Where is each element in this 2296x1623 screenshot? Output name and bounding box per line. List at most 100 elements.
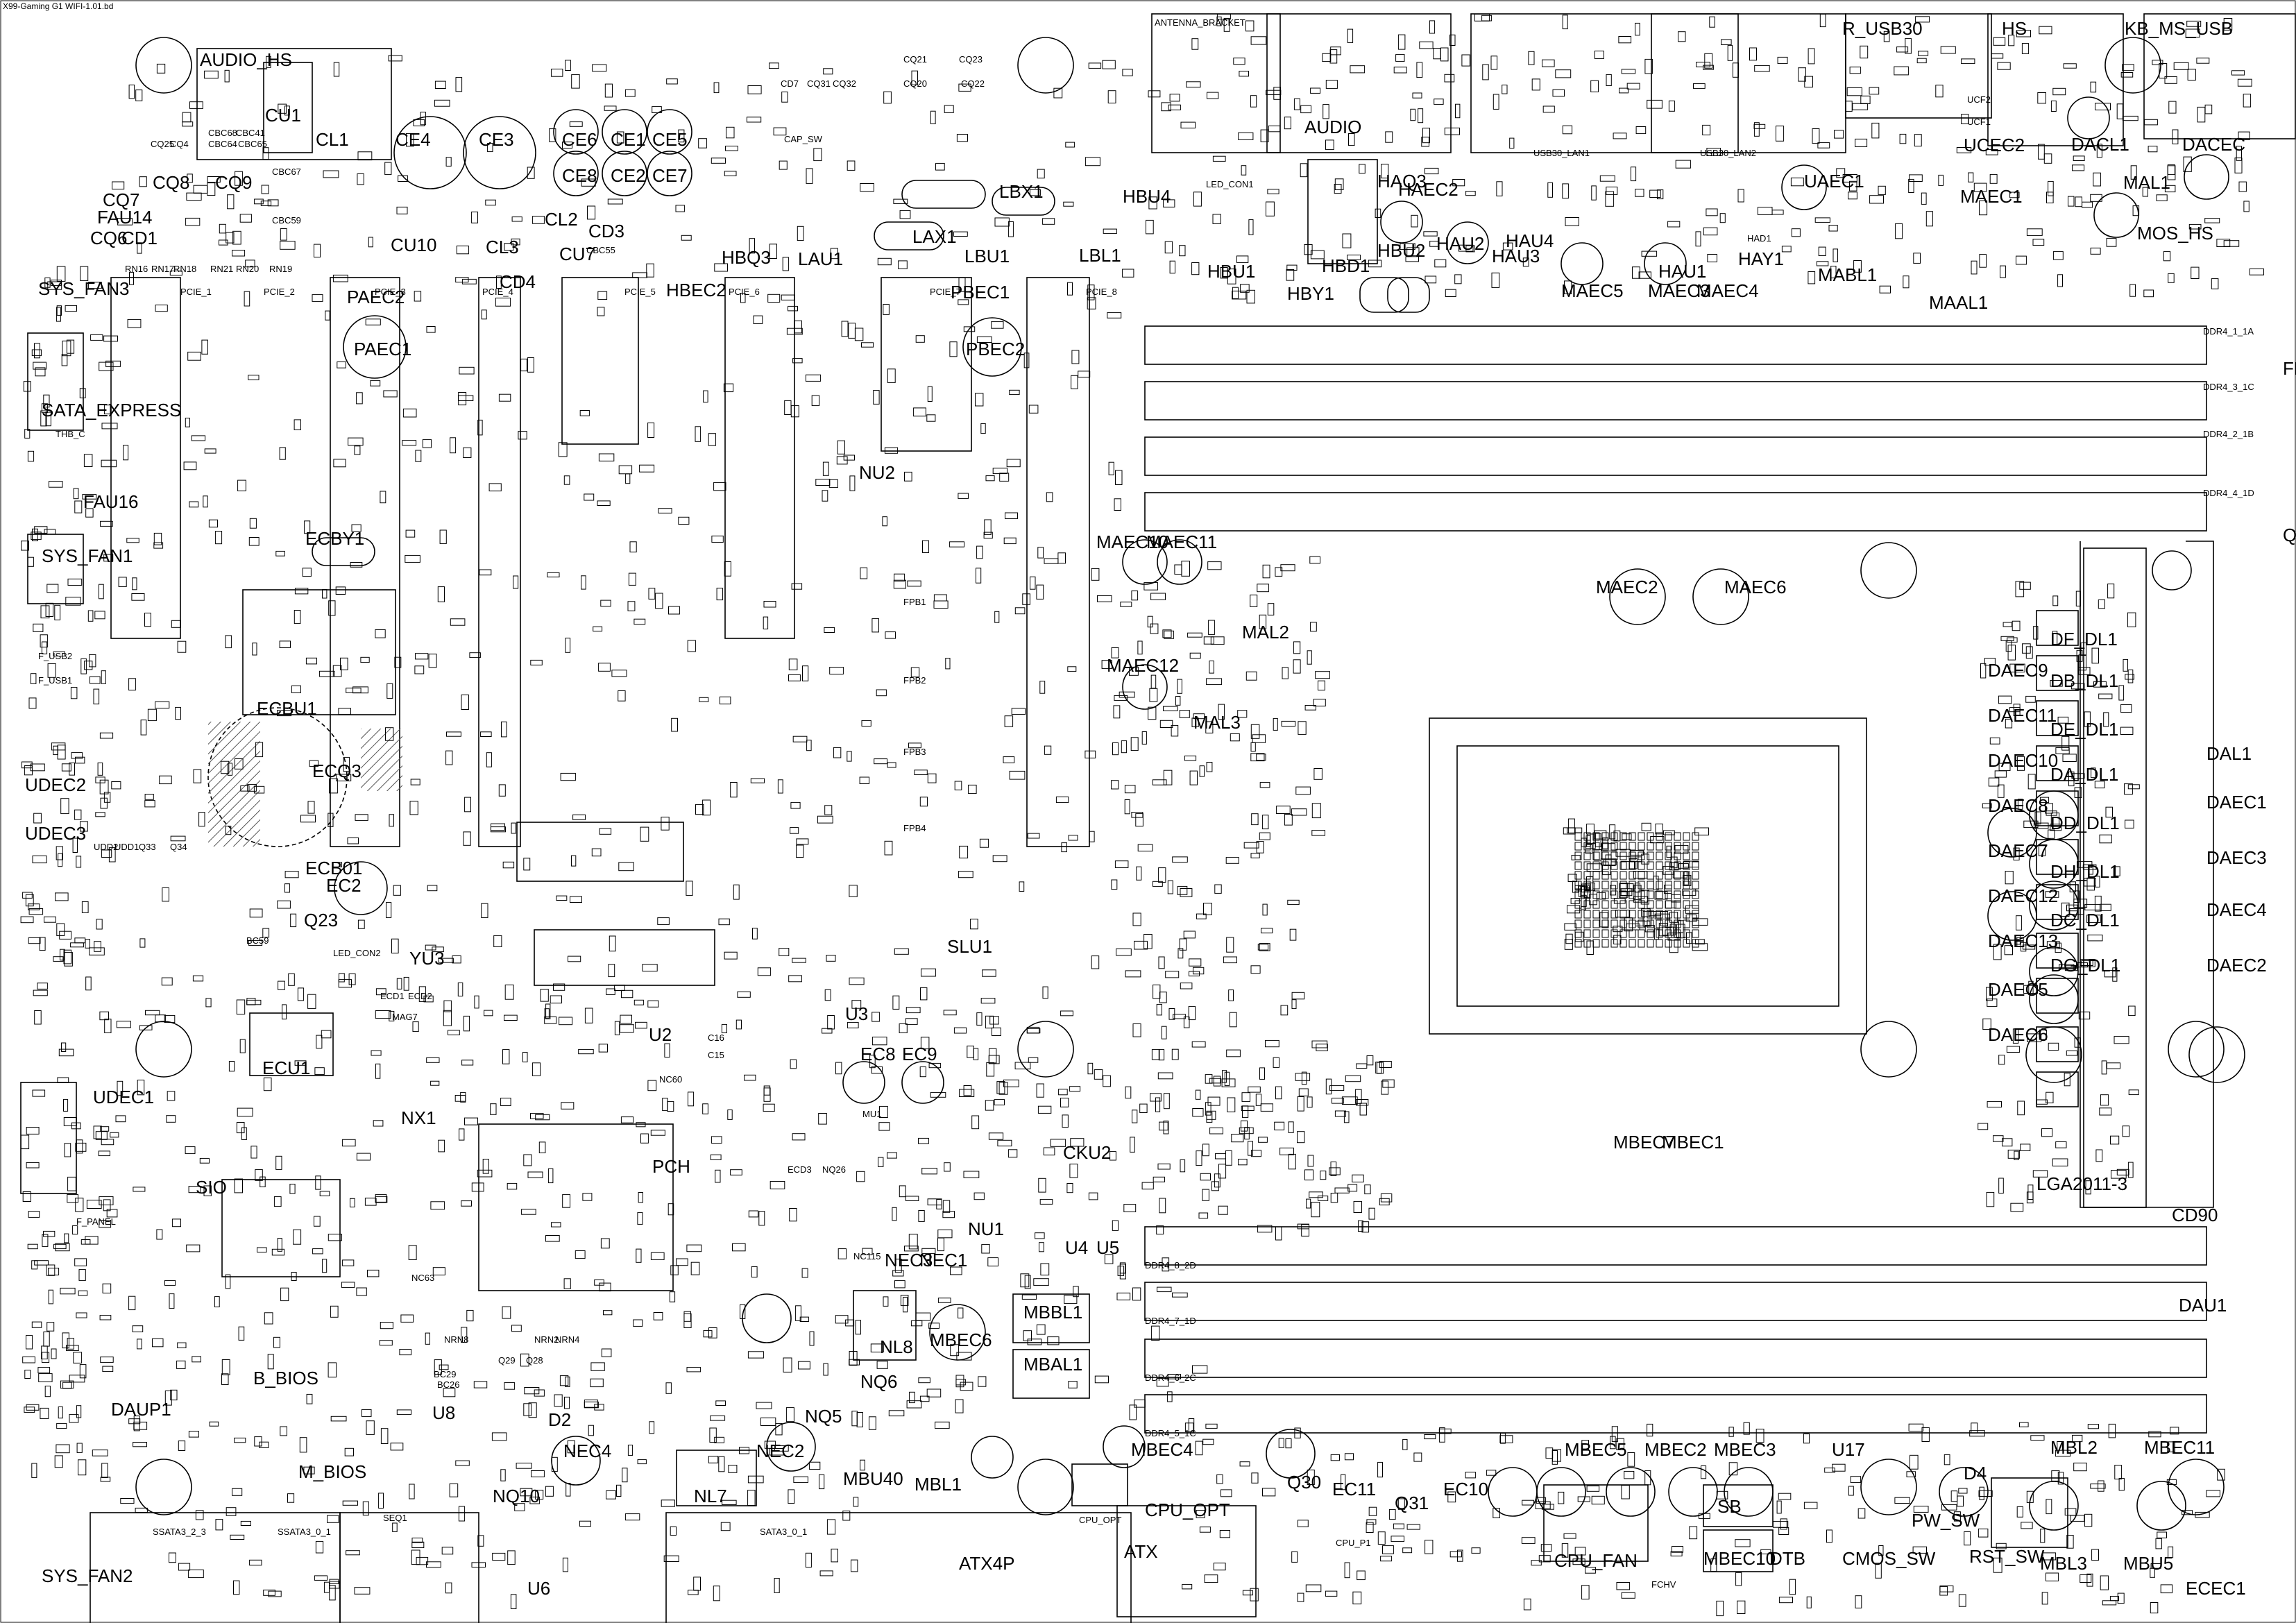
- smd-part: [1574, 931, 1584, 942]
- smd-part: [1151, 1325, 1160, 1341]
- socket-pad: [1665, 832, 1672, 841]
- smd-part: [1562, 15, 1568, 30]
- mounting-hole: [1017, 1459, 1074, 1515]
- smd-part: [1686, 932, 1692, 944]
- smd-part: [1649, 189, 1661, 198]
- smd-part: [661, 817, 670, 831]
- smd-part: [1670, 1551, 1683, 1556]
- component-label: CE5: [652, 129, 688, 150]
- smd-part: [618, 862, 634, 872]
- smd-part: [1380, 1556, 1393, 1562]
- smd-part: [618, 690, 626, 702]
- smd-part: [1935, 85, 1944, 98]
- smd-part: [1257, 1225, 1273, 1233]
- smd-part: [713, 1586, 720, 1601]
- smd-part: [2043, 153, 2052, 164]
- smd-part: [411, 1549, 420, 1565]
- component-label: DAEC5: [1988, 979, 2048, 1000]
- pcie-slot: [330, 277, 400, 847]
- smd-part: [2156, 194, 2168, 201]
- smd-part: [782, 257, 789, 271]
- smd-part: [1200, 1173, 1211, 1181]
- smd-part: [824, 627, 835, 634]
- smd-part: [455, 277, 469, 283]
- smd-part: [802, 665, 809, 681]
- smd-part: [713, 482, 726, 491]
- smd-part: [1644, 58, 1653, 74]
- smd-part: [224, 69, 230, 83]
- mbl2-inductor: [1991, 1477, 2068, 1548]
- component-label: U8: [432, 1402, 455, 1423]
- smd-part: [2023, 985, 2038, 994]
- smd-part: [495, 298, 511, 307]
- smd-part: [646, 263, 654, 278]
- smd-part: [153, 542, 164, 549]
- smd-part: [97, 762, 103, 776]
- smd-part: [170, 835, 186, 842]
- smd-part: [687, 640, 696, 652]
- smd-part: [1163, 1121, 1169, 1135]
- smd-part: [2094, 781, 2105, 789]
- electrolytic-capacitor: [553, 151, 599, 196]
- retention-frame: [2080, 541, 2214, 1208]
- nl8-inductor: [853, 1290, 917, 1361]
- component-label: DH_DL1: [2050, 861, 2120, 882]
- smd-part: [86, 1200, 102, 1209]
- smd-part: [1848, 192, 1857, 200]
- component-label: U17: [1832, 1439, 1865, 1460]
- smd-part: [348, 437, 364, 446]
- component-label: CL1: [316, 129, 349, 150]
- smd-part: [1710, 1558, 1717, 1572]
- smd-part: [2142, 187, 2148, 197]
- smd-part: [1325, 139, 1334, 151]
- smd-part: [299, 1437, 307, 1453]
- smd-part: [498, 393, 511, 402]
- socket-pad: [1583, 871, 1591, 880]
- smd-part: [1574, 1547, 1586, 1556]
- smd-part: [2150, 1563, 2161, 1569]
- smd-part: [28, 1211, 40, 1218]
- smd-part: [2163, 251, 2171, 262]
- smd-part: [842, 1511, 851, 1521]
- socket-pad: [1692, 919, 1699, 928]
- socket-pad: [1574, 832, 1582, 841]
- smd-part: [1938, 174, 1944, 186]
- ddr4-dimm-slot: [1144, 325, 2207, 365]
- socket-pad: [1638, 881, 1645, 890]
- smd-part: [144, 800, 155, 808]
- smd-part: [493, 935, 502, 948]
- smd-part: [545, 1235, 560, 1242]
- smd-part: [1157, 1072, 1173, 1080]
- smd-part: [1067, 282, 1073, 296]
- smd-part: [1250, 594, 1258, 607]
- smd-part: [116, 1021, 131, 1028]
- smd-part: [20, 916, 34, 924]
- rear-io-connector: [1266, 13, 1452, 153]
- smd-part: [1834, 130, 1844, 139]
- smd-part: [1218, 704, 1225, 720]
- socket-pad: [1665, 939, 1672, 948]
- component-label: DB_DL1: [2050, 670, 2118, 691]
- smd-part: [392, 1522, 398, 1532]
- cpu-opt-header: [1071, 1463, 1128, 1506]
- ddr4-dimm-slot: [1144, 1226, 2207, 1266]
- smd-part: [1130, 1137, 1135, 1153]
- smd-part: [1633, 896, 1649, 903]
- smd-part: [1997, 62, 2011, 70]
- smd-part: [26, 1127, 40, 1135]
- smd-part: [1672, 871, 1687, 878]
- smd-part: [504, 1382, 516, 1390]
- smd-part: [2081, 960, 2095, 967]
- socket-pad: [1692, 861, 1699, 870]
- smd-part: [1940, 46, 1956, 54]
- smd-part: [188, 1569, 204, 1579]
- smd-part: [991, 1027, 1001, 1037]
- smd-part: [459, 1128, 465, 1141]
- smd-part: [1860, 95, 1871, 105]
- smd-part: [565, 60, 571, 71]
- electrolytic-capacitor: [1781, 164, 1827, 210]
- smd-part: [973, 1048, 979, 1060]
- smd-part: [796, 844, 804, 858]
- smd-part: [188, 1186, 201, 1193]
- smd-part: [1143, 934, 1153, 949]
